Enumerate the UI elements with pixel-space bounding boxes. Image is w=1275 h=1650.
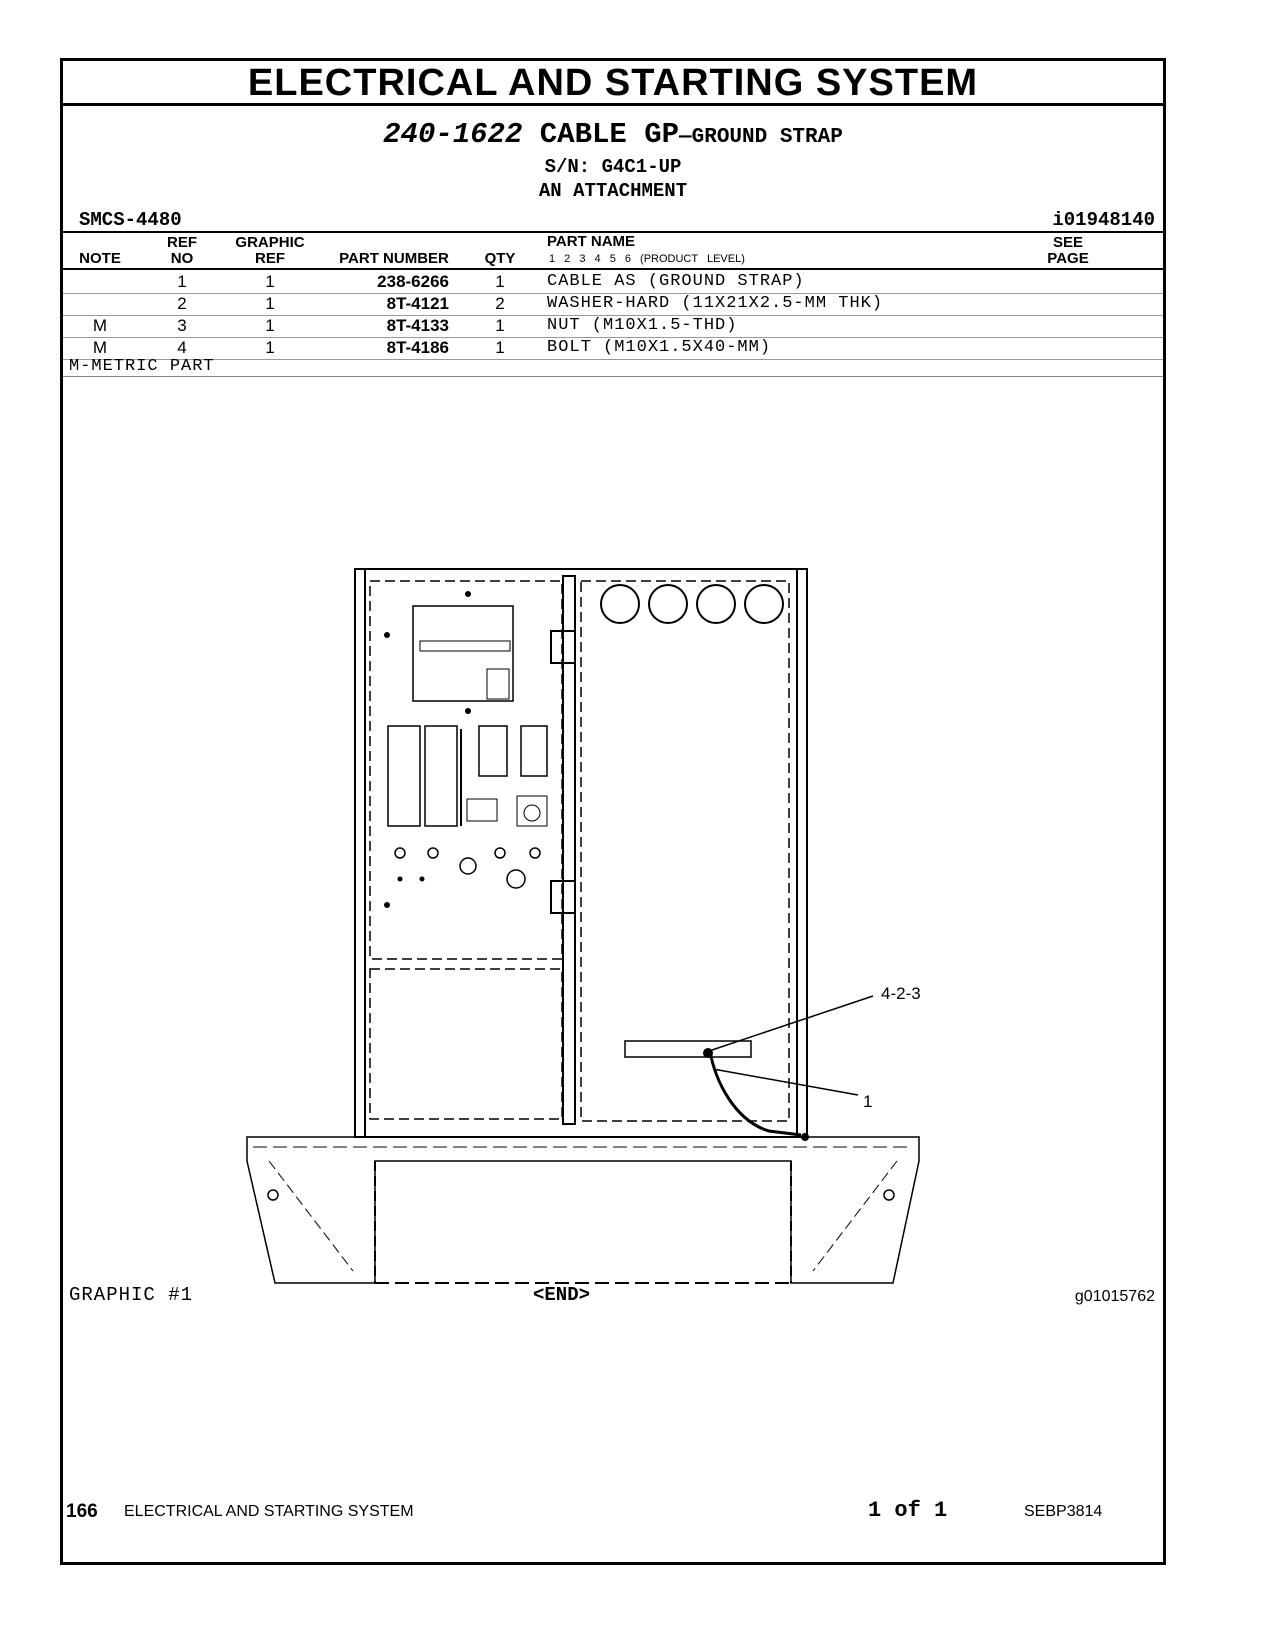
attachment-label: AN ATTACHMENT <box>538 180 688 202</box>
smcs-code: SMCS-4480 <box>79 209 182 231</box>
row-part-name: WASHER-HARD (11X21X2.5-MM THK) <box>547 294 884 313</box>
col-graphic-header-top: GRAPHIC <box>235 234 305 251</box>
row-note: M <box>92 316 108 335</box>
table-row: M 4 1 8T-4186 1 BOLT (M10X1.5X40-MM) <box>63 337 1163 360</box>
page-of: 1 of 1 <box>868 1498 948 1523</box>
col-part-name-header: PART NAME <box>547 233 636 250</box>
row-graphic-ref: 1 <box>265 338 275 357</box>
row-qty: 1 <box>495 338 505 357</box>
illustration-id: i01948140 <box>1052 209 1155 231</box>
col-qty-header: QTY <box>484 250 516 267</box>
graphic-label: GRAPHIC #1 <box>69 1284 194 1306</box>
col-part-number-header: PART NUMBER <box>339 250 449 267</box>
parts-illustration: 4-2-3 1 <box>246 568 921 1284</box>
row-part-name: BOLT (M10X1.5X40-MM) <box>547 338 772 357</box>
product-level-header: 1 2 3 4 5 6 (PRODUCT LEVEL) <box>549 253 745 265</box>
graphic-id: g01015762 <box>1074 1288 1155 1305</box>
section-title: ELECTRICAL AND STARTING SYSTEM <box>63 61 1163 106</box>
group-subtitle: —GROUND STRAP <box>679 126 843 149</box>
footnote-metric: M-METRIC PART <box>69 357 215 376</box>
ground-bar <box>624 1040 752 1058</box>
header-divider <box>63 231 1163 233</box>
col-see-header-bottom: PAGE <box>1047 250 1089 267</box>
col-graphic-header-bottom: REF <box>255 250 285 267</box>
table-row: M 3 1 8T-4133 1 NUT (M10X1.5-THD) <box>63 315 1163 338</box>
col-ref-header-bottom: NO <box>170 250 194 267</box>
row-part-number: 238-6266 <box>377 272 449 291</box>
row-part-name: CABLE AS (GROUND STRAP) <box>547 272 805 291</box>
row-graphic-ref: 1 <box>265 272 275 291</box>
row-ref-no: 3 <box>177 316 187 335</box>
publication-number: SEBP3814 <box>1024 1503 1103 1520</box>
row-ref-no: 2 <box>177 294 187 313</box>
row-ref-no: 4 <box>177 338 187 357</box>
row-qty: 2 <box>495 294 505 313</box>
table-header-divider <box>63 268 1163 270</box>
col-see-header-top: SEE <box>1052 234 1083 251</box>
footer-title: ELECTRICAL AND STARTING SYSTEM <box>124 1503 414 1520</box>
page-frame: ELECTRICAL AND STARTING SYSTEM 240-1622 … <box>60 58 1166 1565</box>
callout-1: 1 <box>863 1092 872 1111</box>
col-ref-header-top: REF <box>167 234 197 251</box>
end-marker: <END> <box>533 1284 591 1306</box>
page-number: 166 <box>66 1501 98 1522</box>
group-number: 240-1622 <box>383 118 523 151</box>
row-part-number: 8T-4133 <box>386 316 449 335</box>
col-note-header: NOTE <box>79 250 121 267</box>
table-row: 1 1 238-6266 1 CABLE AS (GROUND STRAP) <box>63 271 1163 294</box>
table-row: 2 1 8T-4121 2 WASHER-HARD (11X21X2.5-MM THK) <box>63 293 1163 316</box>
group-title: 240-1622 CABLE GP—GROUND STRAP <box>63 118 1163 151</box>
serial-number: S/N: G4C1-UP <box>544 156 682 178</box>
row-qty: 1 <box>495 272 505 291</box>
callout-4-2-3: 4-2-3 <box>881 984 921 1003</box>
footnote-rule <box>63 376 1163 377</box>
ground-strap-cable <box>708 1050 802 1137</box>
row-part-number: 8T-4186 <box>386 338 449 357</box>
row-graphic-ref: 1 <box>265 316 275 335</box>
row-note: M <box>92 338 108 357</box>
row-graphic-ref: 1 <box>265 294 275 313</box>
group-name: CABLE GP <box>539 118 680 151</box>
row-part-number: 8T-4121 <box>386 294 449 313</box>
row-ref-no: 1 <box>177 272 187 291</box>
row-qty: 1 <box>495 316 505 335</box>
row-part-name: NUT (M10X1.5-THD) <box>547 316 738 335</box>
